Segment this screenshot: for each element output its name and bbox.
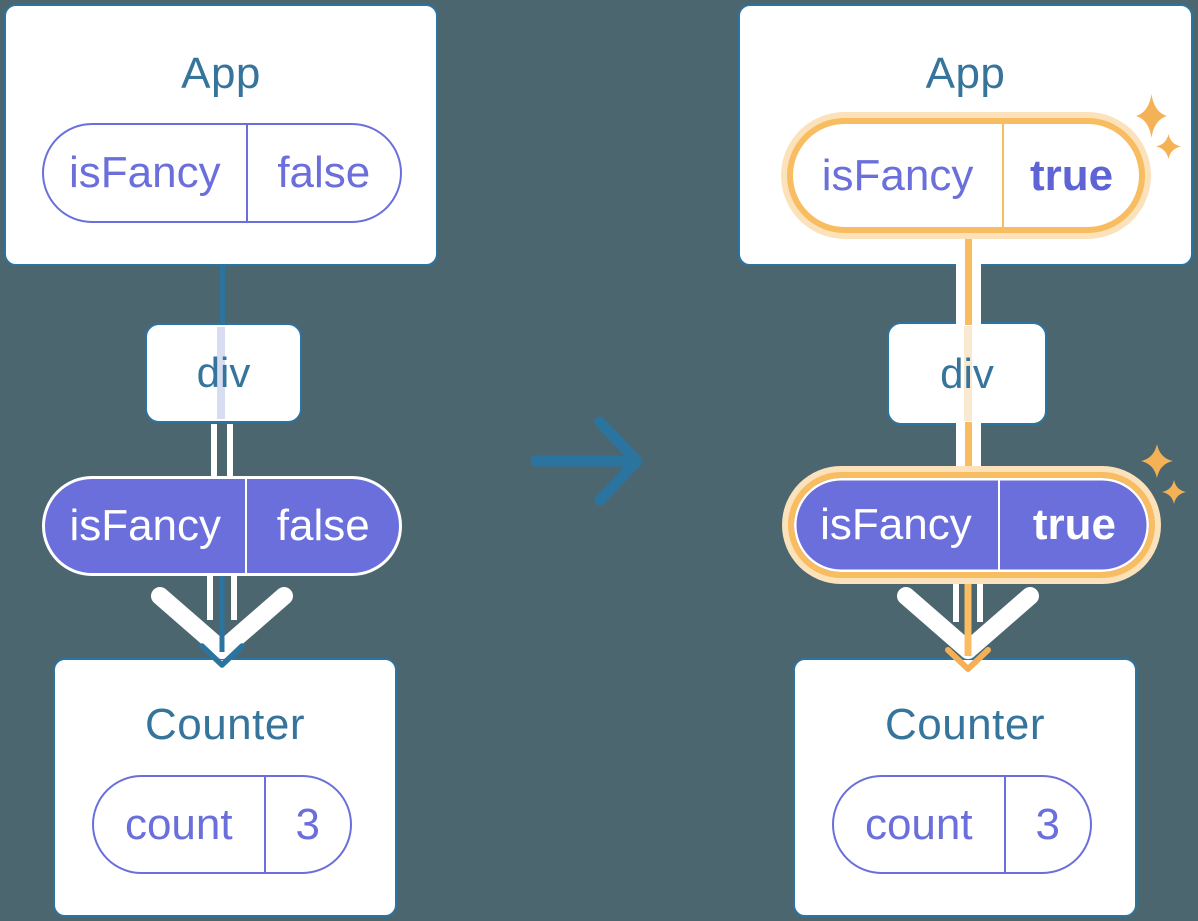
- counter-state-pill: count 3: [832, 775, 1092, 874]
- prop-pass-line-right: [971, 422, 981, 470]
- state-key-cell: count: [94, 777, 266, 872]
- state-value-label: 3: [295, 799, 320, 849]
- app-state-pill: isFancy false: [42, 123, 402, 223]
- prop-key-cell: isFancy: [45, 479, 248, 573]
- state-key-cell: count: [834, 777, 1006, 872]
- app-component-title: App: [181, 49, 261, 98]
- state-key-cell: isFancy: [44, 125, 248, 221]
- state-value-label: true: [1029, 150, 1114, 200]
- prop-value-label: false: [276, 501, 370, 550]
- state-value-label: 3: [1035, 799, 1060, 849]
- prop-key-label: isFancy: [820, 500, 972, 549]
- state-value-cell: false: [248, 125, 400, 221]
- transition-arrow-icon: [530, 416, 643, 506]
- prop-key-label: isFancy: [69, 501, 222, 550]
- div-element-label: div: [940, 349, 994, 397]
- div-element-label: div: [196, 349, 251, 396]
- prop-value-cell: true: [1000, 478, 1149, 572]
- state-value-cell: 3: [1006, 777, 1090, 872]
- prop-value-label: true: [1032, 500, 1116, 549]
- state-key-label: isFancy: [69, 148, 221, 197]
- state-value-cell: true: [1004, 124, 1139, 227]
- prop-trace-line: [217, 327, 225, 419]
- prop-pass-line-left: [955, 236, 965, 325]
- div-element-box: div: [887, 322, 1047, 425]
- state-key-cell: isFancy: [793, 124, 1005, 227]
- state-value-label: false: [277, 148, 371, 197]
- prop-trace-line: [964, 326, 972, 421]
- state-key-label: isFancy: [821, 150, 974, 200]
- app-state-pill-highlighted: isFancy true: [787, 118, 1145, 233]
- tree-edge-line: [219, 264, 225, 324]
- counter-component-title: Counter: [144, 700, 306, 749]
- counter-state-pill: count 3: [92, 775, 352, 874]
- prop-pass-line-left: [211, 424, 217, 478]
- prop-pass-line-right: [971, 236, 981, 325]
- prop-value-cell: false: [247, 479, 399, 573]
- app-component-title: App: [925, 49, 1006, 98]
- state-key-label: count: [124, 799, 233, 849]
- props-pill: isFancy false: [42, 476, 402, 576]
- prop-key-cell: isFancy: [794, 478, 1000, 572]
- updated-value-line: [964, 422, 972, 470]
- updated-value-line: [964, 236, 972, 325]
- counter-component-title: Counter: [884, 700, 1046, 749]
- prop-pass-line-left: [955, 422, 965, 470]
- state-key-label: count: [864, 799, 973, 849]
- div-element-box: div: [145, 323, 302, 423]
- state-value-cell: 3: [266, 777, 350, 872]
- prop-pass-line-right: [227, 424, 233, 478]
- props-pill-highlighted: isFancy true: [788, 472, 1155, 578]
